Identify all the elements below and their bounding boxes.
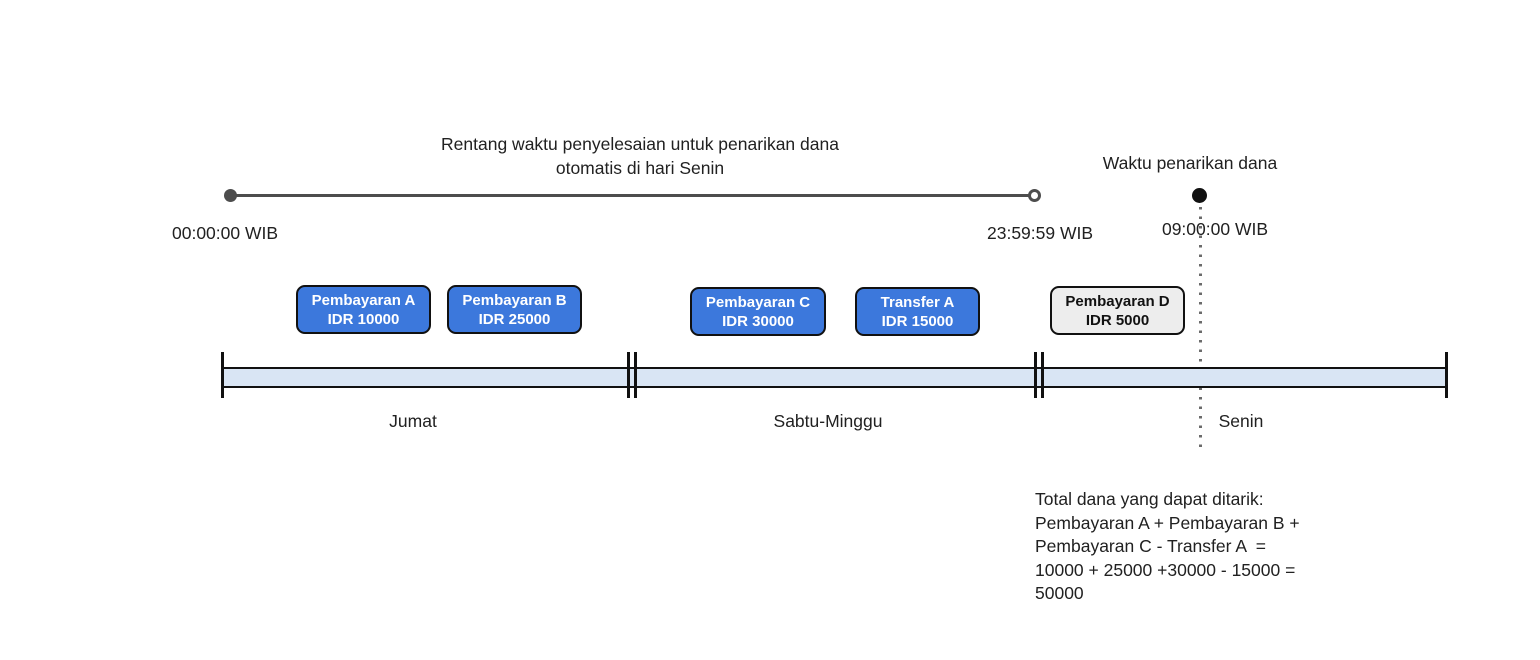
- segment-label-sabtu-minggu: Sabtu-Minggu: [773, 411, 883, 431]
- range-end-circle-icon: [1028, 189, 1041, 202]
- range-start-dot-icon: [224, 189, 237, 202]
- total-note-line: Pembayaran A + Pembayaran B +: [1035, 512, 1300, 533]
- range-line: [232, 194, 1034, 197]
- timeline-bar: [222, 367, 1448, 388]
- payment-amount: IDR 15000: [881, 312, 954, 330]
- total-note-line: 10000 + 25000 +30000 - 15000 =: [1035, 559, 1296, 580]
- segment-label-jumat: Jumat: [389, 411, 437, 431]
- payment-box-pembayaran-c: Pembayaran C IDR 30000: [690, 287, 826, 336]
- payment-box-pembayaran-d: Pembayaran D IDR 5000: [1050, 286, 1185, 335]
- segment-label-senin: Senin: [1218, 411, 1264, 431]
- total-note-line: Total dana yang dapat ditarik:: [1035, 489, 1264, 509]
- timeline-tick-minggu-senin-2: [1041, 352, 1044, 398]
- timeline-tick-start: [221, 352, 224, 398]
- range-end-time: 23:59:59 WIB: [987, 223, 1094, 243]
- payment-box-pembayaran-b: Pembayaran B IDR 25000: [447, 285, 582, 334]
- range-start-time: 00:00:00 WIB: [172, 223, 279, 243]
- withdrawal-time: 09:00:00 WIB: [1161, 219, 1269, 239]
- payment-box-transfer-a: Transfer A IDR 15000: [855, 287, 980, 336]
- total-note: Total dana yang dapat ditarik: Pembayara…: [1035, 488, 1375, 606]
- payment-amount: IDR 25000: [478, 310, 551, 328]
- range-title: Rentang waktu penyelesaian untuk penarik…: [350, 132, 930, 180]
- withdrawal-dotted-line: [1199, 207, 1202, 452]
- payment-name: Pembayaran A: [311, 291, 416, 309]
- range-title-line1: Rentang waktu penyelesaian untuk penarik…: [441, 134, 839, 154]
- payment-amount: IDR 30000: [722, 312, 794, 330]
- payment-name: Pembayaran D: [1065, 292, 1170, 310]
- payment-amount: IDR 10000: [327, 310, 400, 328]
- timeline-tick-jumat-sabtu-2: [634, 352, 637, 398]
- timeline-tick-minggu-senin-1: [1034, 352, 1037, 398]
- range-title-line2: otomatis di hari Senin: [555, 158, 725, 178]
- payment-amount: IDR 5000: [1085, 311, 1150, 329]
- total-note-line: 50000: [1035, 583, 1084, 603]
- withdrawal-dot-icon: [1192, 188, 1207, 203]
- total-note-line: Pembayaran C - Transfer A =: [1035, 536, 1267, 556]
- timeline-tick-end: [1445, 352, 1448, 398]
- payment-name: Pembayaran C: [705, 293, 811, 311]
- payment-name: Transfer A: [880, 293, 955, 311]
- payment-name: Pembayaran B: [462, 291, 567, 309]
- withdrawal-label: Waktu penarikan dana: [1102, 153, 1278, 173]
- timeline-tick-jumat-sabtu-1: [627, 352, 630, 398]
- payment-box-pembayaran-a: Pembayaran A IDR 10000: [296, 285, 431, 334]
